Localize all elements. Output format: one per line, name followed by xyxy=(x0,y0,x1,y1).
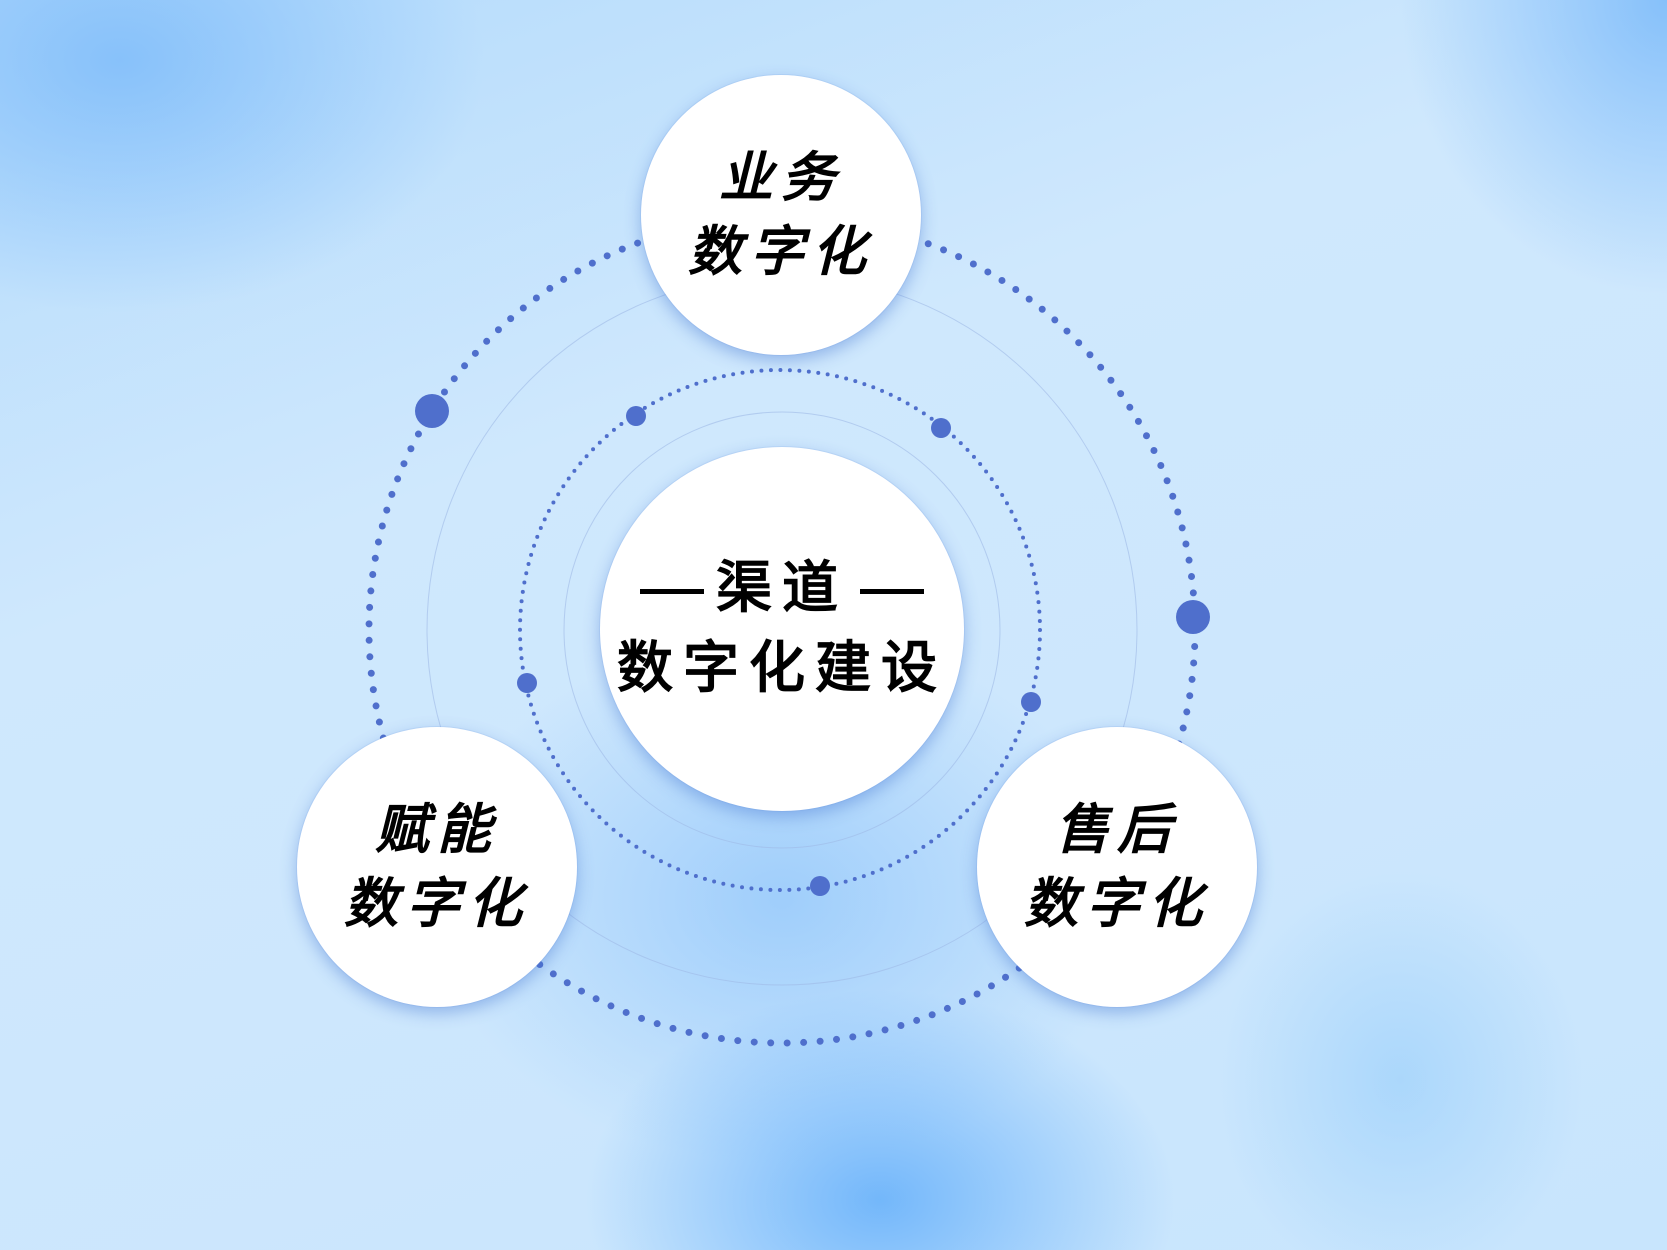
outer-accent-dot xyxy=(1176,600,1210,634)
center-hub: 渠道 数字化建设 xyxy=(600,447,964,811)
node-label-line1: 售后 xyxy=(1055,798,1179,861)
dash-left xyxy=(640,589,704,595)
node-label-line1: 业务 xyxy=(719,146,843,209)
dash-right xyxy=(860,589,924,595)
node-aftersales-digitalization: 售后 数字化 xyxy=(977,727,1257,1007)
inner-accent-dot xyxy=(1021,692,1041,712)
inner-accent-dot xyxy=(810,876,830,896)
node-label-line2: 数字化 xyxy=(344,872,530,935)
node-enablement-digitalization: 赋能 数字化 xyxy=(297,727,577,1007)
inner-accent-dot xyxy=(626,406,646,426)
inner-dotted-ring xyxy=(518,368,1042,892)
inner-accent-dot xyxy=(931,418,951,438)
center-title-line1: 渠道 xyxy=(628,549,936,629)
center-title-line2: 数字化建设 xyxy=(617,636,947,701)
inner-accent-dot xyxy=(517,673,537,693)
inner-thin-ring xyxy=(563,411,1001,849)
node-business-digitalization: 业务 数字化 xyxy=(641,75,921,355)
node-label-line2: 数字化 xyxy=(688,220,874,283)
outer-accent-dot xyxy=(415,394,449,428)
node-label-line1: 赋能 xyxy=(375,798,499,861)
node-label-line2: 数字化 xyxy=(1024,872,1210,935)
center-title-text: 渠道 xyxy=(716,556,848,621)
